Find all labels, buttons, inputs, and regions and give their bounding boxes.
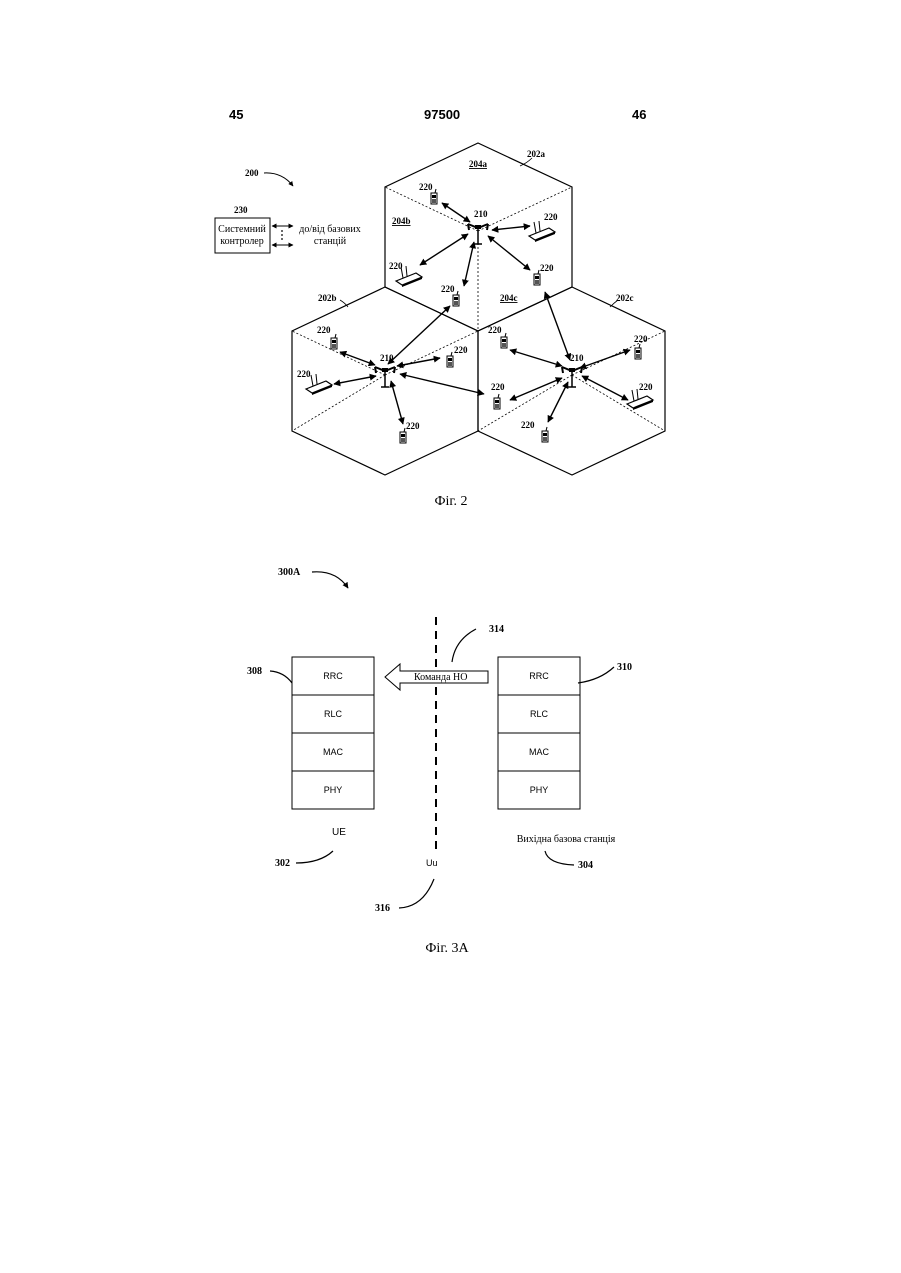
ref-220: 220 — [634, 334, 648, 344]
ref-220: 220 — [639, 382, 653, 392]
ue-layer-phy: PHY — [324, 785, 343, 795]
mobile-phone-icon — [501, 333, 507, 348]
uu-label: Uu — [426, 858, 438, 868]
ref-210: 210 — [474, 209, 488, 219]
ref-202c: 202c — [616, 293, 634, 303]
link-arrows — [334, 203, 630, 424]
ref-300a: 300A — [278, 567, 301, 578]
ho-command-label: Команда НО — [414, 672, 468, 683]
leader-314 — [452, 629, 476, 662]
ref-202a: 202a — [527, 149, 546, 159]
laptop-icon — [529, 221, 555, 242]
ref-220: 220 — [297, 369, 311, 379]
ref-204a: 204a — [469, 159, 488, 169]
to-from-line2: станцій — [314, 236, 347, 247]
ref-220: 220 — [454, 345, 468, 355]
bs-layer-rlc: RLC — [530, 709, 549, 719]
base-station-icon — [468, 224, 488, 244]
ue-label: UE — [332, 827, 346, 838]
fig2-diagram — [215, 143, 665, 475]
bs-layer-rrc: RRC — [529, 671, 549, 681]
leader-308 — [270, 671, 292, 683]
leader-316 — [399, 879, 434, 908]
ref-202b: 202b — [318, 293, 337, 303]
ref-302: 302 — [275, 858, 290, 869]
laptop-icon — [627, 389, 653, 410]
mobile-phone-icon — [542, 427, 548, 442]
to-from-line1: до/від базових — [299, 224, 360, 235]
ref-314: 314 — [489, 624, 504, 635]
ref-204c: 204c — [500, 293, 518, 303]
fig2-caption: Фіг. 2 — [434, 494, 467, 509]
ref-316: 316 — [375, 903, 390, 914]
ref-220: 220 — [419, 182, 433, 192]
mobile-phone-icon — [331, 334, 337, 349]
mobile-phone-icon — [635, 344, 641, 359]
leader-304 — [545, 851, 574, 865]
bs-layer-mac: MAC — [529, 747, 550, 757]
ref-220: 220 — [389, 261, 403, 271]
controller-line1: Системний — [218, 224, 266, 235]
ref-220: 220 — [317, 325, 331, 335]
ref-220: 220 — [544, 212, 558, 222]
bs-label: Вихідна базова станція — [517, 834, 616, 845]
ue-layer-rrc: RRC — [323, 671, 343, 681]
ref-220: 220 — [491, 382, 505, 392]
ref-310: 310 — [617, 662, 632, 673]
ref-204b: 204b — [392, 216, 411, 226]
ref-308: 308 — [247, 666, 262, 677]
fig3a-caption: Фіг. 3А — [425, 941, 469, 956]
ref-220: 220 — [406, 421, 420, 431]
base-station-icon — [562, 367, 582, 387]
ref-210: 210 — [380, 353, 394, 363]
bs-layer-phy: PHY — [530, 785, 549, 795]
leader-302 — [296, 851, 333, 863]
ref-220: 220 — [540, 263, 554, 273]
ref-220: 220 — [441, 284, 455, 294]
fig3a-diagram — [270, 572, 614, 908]
ref-230: 230 — [234, 205, 248, 215]
mobile-phone-icon — [494, 394, 500, 409]
controller-line2: контролер — [220, 236, 264, 247]
ue-layer-rlc: RLC — [324, 709, 343, 719]
ref-200: 200 — [245, 168, 259, 178]
ref-220: 220 — [488, 325, 502, 335]
ref-210: 210 — [570, 353, 584, 363]
ref-220: 220 — [521, 420, 535, 430]
mobile-phone-icon — [447, 352, 453, 367]
ue-layer-mac: MAC — [323, 747, 344, 757]
ref-304: 304 — [578, 860, 593, 871]
leader-310 — [578, 667, 614, 683]
